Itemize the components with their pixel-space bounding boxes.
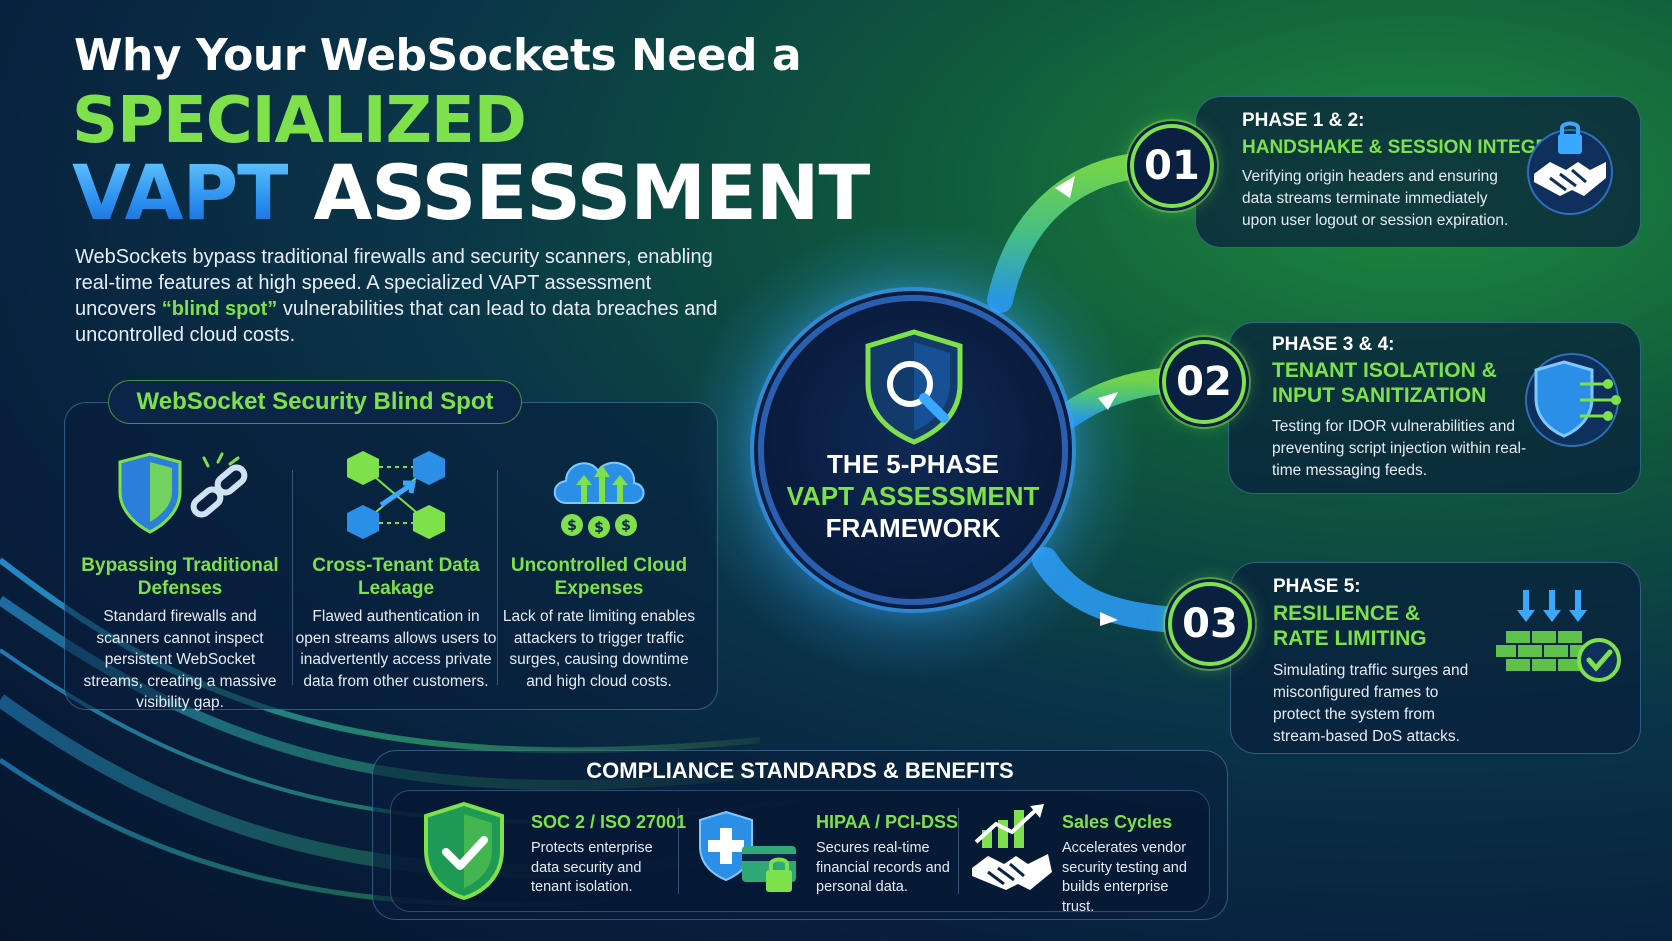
title-specialized: SPECIALIZED <box>72 84 527 158</box>
handshake-chart-icon <box>972 804 1052 890</box>
phase-number-1: 01 <box>1130 124 1214 208</box>
shield-search-icon <box>865 329 963 445</box>
blind-spot-item-desc: Lack of rate limiting enables attackers … <box>502 608 696 690</box>
svg-text:$: $ <box>621 518 631 534</box>
blind-spot-item: $ $ $ Uncontrolled Cloud Expenses Lack of … <box>497 440 701 692</box>
phase-desc-1: Verifying origin headers and ensuring da… <box>1242 168 1509 229</box>
compliance-item-title: Sales Cycles <box>1062 812 1173 832</box>
title-assessment: ASSESSMENT <box>288 148 870 237</box>
phase-number-3: 03 <box>1168 582 1252 666</box>
blind-spot-panel <box>64 402 718 710</box>
phase-label-2: PHASE 3 & 4: <box>1272 334 1395 355</box>
medical-card-lock-icon <box>699 810 796 892</box>
framework-line-3: FRAMEWORK <box>825 513 1001 543</box>
phase-title-3: RESILIENCE & RATE LIMITING <box>1273 601 1427 651</box>
blind-spot-item-title: Bypassing Traditional Defenses <box>81 555 279 599</box>
phase-title-3a: RESILIENCE & <box>1273 602 1421 625</box>
shield-chain-icon <box>78 440 282 550</box>
cubes-network-icon <box>294 440 498 550</box>
intro-text-2: vulnerabilities that can lead to data br… <box>75 298 718 346</box>
blind-spot-item: Cross-Tenant Data Leakage Flawed authent… <box>294 440 498 692</box>
phase-title-2: TENANT ISOLATION & INPUT SANITIZATION <box>1272 358 1497 408</box>
phase-title-2a: TENANT ISOLATION & <box>1272 359 1497 382</box>
phase-desc-3: Simulating traffic surges and misconfigu… <box>1273 662 1469 745</box>
compliance-item-title: HIPAA / PCI-DSS <box>816 812 959 832</box>
phase-title-1: HANDSHAKE & SESSION INTEGRITY <box>1242 137 1579 158</box>
compliance-items <box>390 790 1210 912</box>
compliance-item-title: SOC 2 / ISO 27001 <box>531 812 687 832</box>
phase-title-2b: INPUT SANITIZATION <box>1272 384 1487 407</box>
framework-title: THE 5-PHASE VAPT ASSESSMENT FRAMEWORK <box>770 448 1056 544</box>
blind-spot-item-desc: Standard firewalls and scanners cannot i… <box>83 608 277 711</box>
divider <box>958 808 959 894</box>
title-vapt-assessment: VAPT ASSESSMENT <box>72 148 870 237</box>
blind-spot-item-desc: Flawed authentication in open streams al… <box>295 608 497 690</box>
phase-label-1: PHASE 1 & 2: <box>1242 110 1365 131</box>
svg-text:$: $ <box>567 518 577 534</box>
firewall-check-icon <box>1495 590 1621 682</box>
intro-paragraph: WebSockets bypass traditional firewalls … <box>75 244 725 348</box>
title-vapt: VAPT <box>72 148 289 237</box>
shield-check-icon <box>424 801 504 901</box>
shield-circuit-icon <box>1525 353 1621 447</box>
divider <box>292 470 293 685</box>
intro-highlight: “blind spot” <box>161 298 278 320</box>
compliance-item-desc: Accelerates vendor security testing and … <box>1062 840 1187 915</box>
compliance-item-desc: Secures real-time financial records and … <box>816 840 950 895</box>
title-line-1: Why Your WebSockets Need a <box>74 30 802 81</box>
phase-label-3: PHASE 5: <box>1273 576 1361 597</box>
handshake-lock-icon <box>1527 121 1613 215</box>
intro-text-1: WebSockets bypass traditional firewalls … <box>75 246 713 320</box>
framework-line-2: VAPT ASSESSMENT <box>786 481 1040 511</box>
cloud-dollar-icon: $ $ $ <box>497 440 701 550</box>
divider <box>678 808 679 894</box>
compliance-title: COMPLIANCE STANDARDS & BENEFITS <box>586 758 1014 783</box>
svg-text:$: $ <box>594 520 604 536</box>
divider <box>497 470 498 685</box>
compliance-item-desc: Protects enterprise data security and te… <box>531 840 653 895</box>
blind-spot-item: Bypassing Traditional Defenses Standard … <box>78 440 282 714</box>
phase-desc-2: Testing for IDOR vulnerabilities and pre… <box>1272 418 1527 479</box>
framework-line-1: THE 5-PHASE <box>827 449 999 479</box>
phase-number-2: 02 <box>1162 340 1246 424</box>
blind-spot-item-title: Cross-Tenant Data Leakage <box>312 555 480 599</box>
blind-spot-title: WebSocket Security Blind Spot <box>108 380 522 424</box>
blind-spot-item-title: Uncontrolled Cloud Expenses <box>510 555 688 599</box>
phase-title-3b: RATE LIMITING <box>1273 627 1427 650</box>
